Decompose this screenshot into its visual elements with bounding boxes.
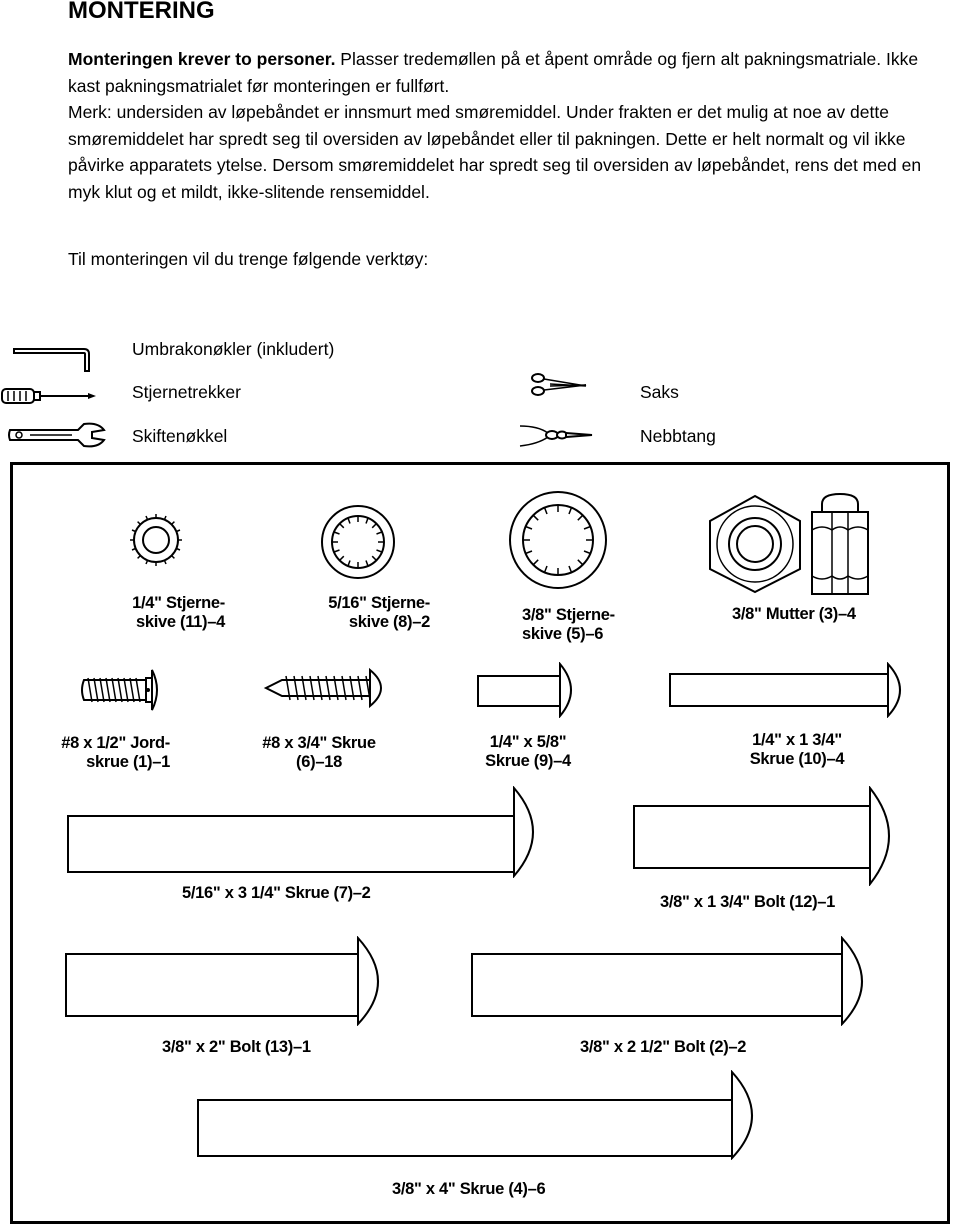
intro-text: Monteringen krever to personer. Plasser … <box>68 46 928 205</box>
tool-label-pliers: Nebbtang <box>640 426 716 446</box>
part-label-screw-five-sixteenths: 5/16" x 3 1/4" Skrue (7)–2 <box>182 884 371 902</box>
intro-paragraph-2: Merk: undersiden av løpebåndet er innsmu… <box>68 102 922 202</box>
part-label-bolt-three-eighths-one-three-quarters: 3/8" x 1 3/4" Bolt (12)–1 <box>660 893 836 911</box>
ground-screw-icon <box>81 669 158 711</box>
part-label-bolt-quarter-five-eighths: 1/4" x 5/8" Skrue (9)–4 <box>485 733 571 770</box>
tool-label-screwdriver: Stjernetrekker <box>132 382 241 402</box>
star-washer-five-sixteenths-icon <box>321 505 395 579</box>
tapping-screw-icon <box>263 667 382 709</box>
page-title: MONTERING <box>68 0 215 24</box>
parts-box <box>10 462 950 1224</box>
part-label-bolt-quarter-one-three-quarters: 1/4" x 1 3/4" Skrue (10)–4 <box>749 731 845 768</box>
screwdriver-icon <box>1 388 96 404</box>
tool-label-allen-key: Umbrakonøkler (inkludert) <box>132 339 335 359</box>
wrench-icon <box>8 422 106 448</box>
star-washer-quarter-icon <box>130 514 182 566</box>
bolt-three-eighths-two-and-half-icon <box>471 936 863 1026</box>
part-label-screw-three-eighths-four: 3/8" x 4" Skrue (4)–6 <box>392 1180 546 1198</box>
intro-bold-lead: Monteringen krever to personer. <box>68 49 336 69</box>
tool-label-wrench: Skiftenøkkel <box>132 426 228 446</box>
tool-label-scissors: Saks <box>640 382 679 402</box>
bolt-three-eighths-one-three-quarters-icon <box>633 786 890 886</box>
part-label-bolt-three-eighths-two: 3/8" x 2" Bolt (13)–1 <box>162 1038 311 1056</box>
pliers-icon <box>519 425 593 447</box>
nut-side-icon <box>811 492 869 595</box>
intro-line1-rest: Plasser tredemøllen på et åpent område o… <box>68 49 919 96</box>
part-label-bolt-three-eighths-two-and-half: 3/8" x 2 1/2" Bolt (2)–2 <box>580 1038 747 1056</box>
scissors-icon <box>531 373 587 396</box>
part-label-star-washer-quarter: 1/4" Stjerne- skive (11)–4 <box>132 594 225 631</box>
bolt-quarter-five-eighths-icon <box>477 662 572 718</box>
part-label-nut: 3/8" Mutter (3)–4 <box>732 605 856 623</box>
bolt-three-eighths-two-icon <box>65 936 379 1026</box>
allen-key-icon <box>13 348 90 372</box>
star-washer-three-eighths-icon <box>509 491 607 589</box>
part-label-star-washer-five-sixteenths: 5/16" Stjerne- skive (8)–2 <box>328 594 430 631</box>
bolt-quarter-one-three-quarters-icon <box>669 662 901 718</box>
screw-three-eighths-four-icon <box>197 1070 753 1160</box>
nut-front-icon <box>709 494 801 594</box>
part-label-star-washer-three-eighths: 3/8" Stjerne- skive (5)–6 <box>522 606 615 643</box>
part-label-tapping-screw: #8 x 3/4" Skrue (6)–18 <box>262 734 376 771</box>
screw-five-sixteenths-icon <box>67 786 534 878</box>
intro-paragraph-1: Monteringen krever to personer. Plasser … <box>68 46 928 99</box>
part-label-ground-screw: #8 x 1/2" Jord- skrue (1)–1 <box>61 734 170 771</box>
tools-title: Til monteringen vil du trenge følgende v… <box>68 249 429 269</box>
